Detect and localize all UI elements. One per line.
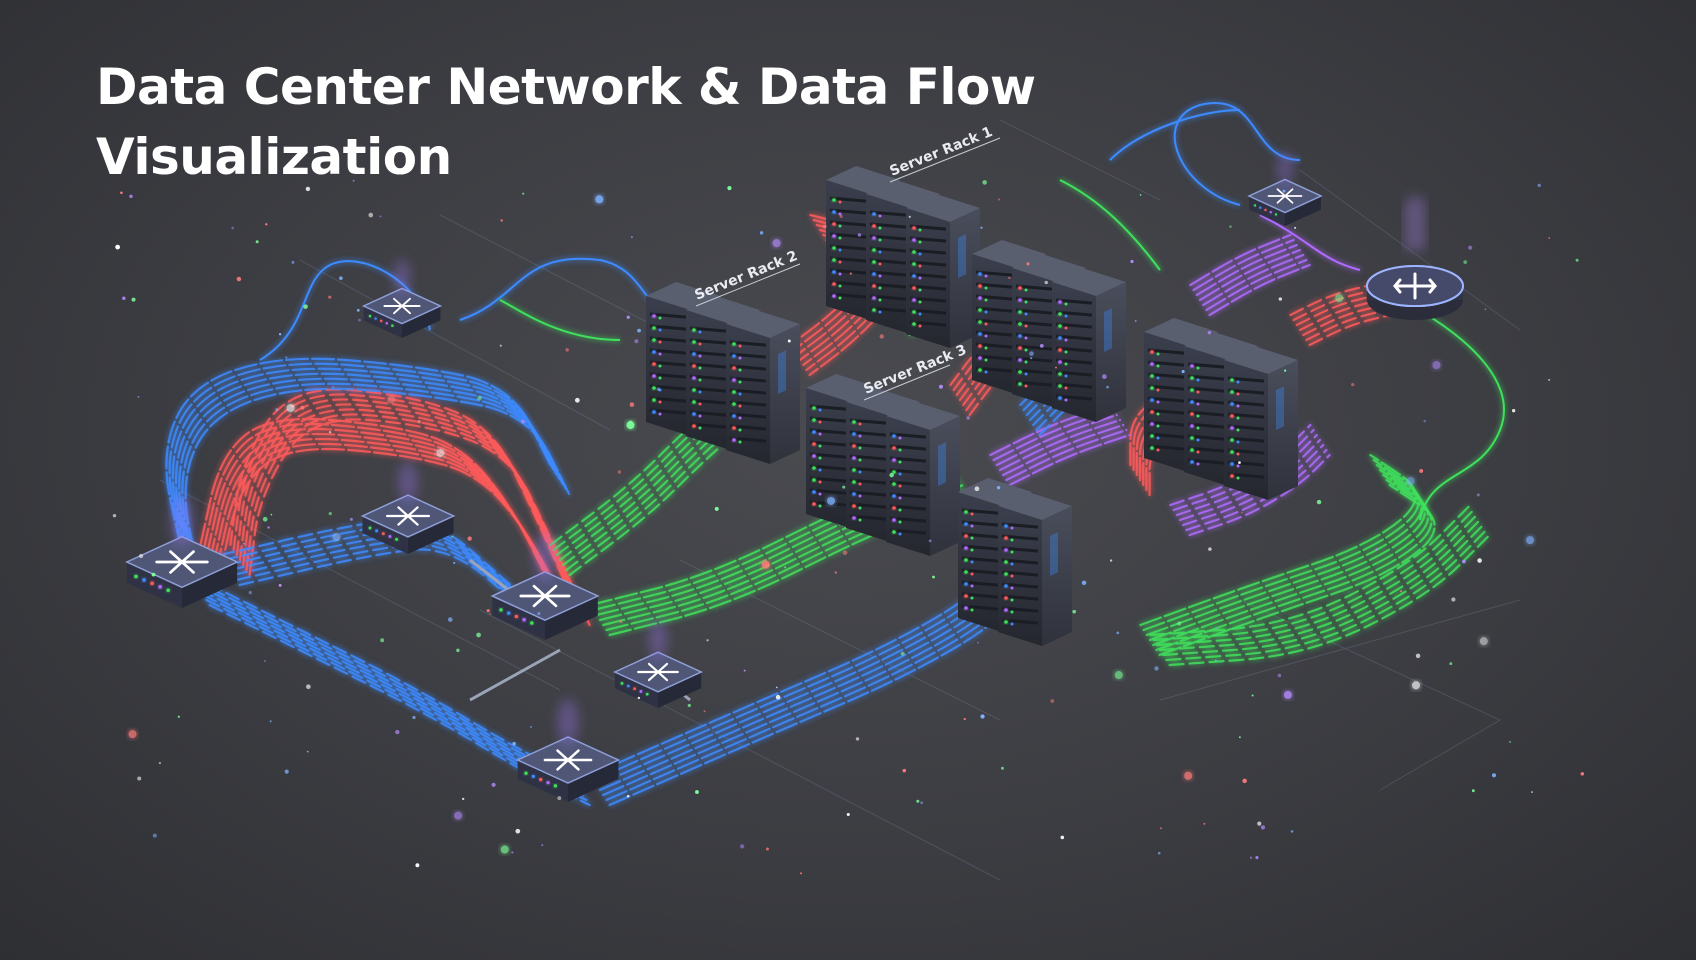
- cable-strand: [1005, 428, 1128, 482]
- particles: [112, 179, 1585, 875]
- network-switch-icon: [490, 532, 600, 640]
- cable-strand: [1145, 463, 1423, 637]
- server-rack-icon: [886, 402, 960, 556]
- cable-strand: [1152, 473, 1430, 647]
- server-rack-icon: [906, 194, 980, 348]
- cable-strand: [238, 403, 582, 612]
- network-switch-icon: [515, 699, 621, 802]
- cable-strand: [1165, 528, 1488, 662]
- server-rack-icon: [1052, 268, 1126, 422]
- network-switches: [124, 152, 1323, 802]
- cable-strand: [1148, 468, 1426, 642]
- cable-strand: [1202, 253, 1305, 307]
- cable-strand: [1002, 423, 1125, 477]
- cable-strand: [995, 413, 1118, 467]
- server-racks: [646, 166, 1298, 646]
- network-switch-icon: [361, 259, 443, 338]
- cable-strand: [1188, 453, 1331, 537]
- cable-strand: [205, 598, 588, 802]
- cable-strand: [1152, 508, 1475, 642]
- cable-strand: [192, 578, 575, 782]
- cable-strand: [1289, 283, 1372, 317]
- title-line-2: Visualization: [96, 128, 452, 186]
- server-rack-icon: [726, 310, 800, 464]
- cable-strand: [552, 378, 755, 552]
- cable-strand: [1198, 248, 1302, 302]
- network-switch-icon: [124, 495, 240, 608]
- cable-strand: [558, 388, 762, 562]
- page-title: Data Center Network & Data Flow Visualiz…: [96, 52, 1036, 192]
- network-switch-icon: [612, 619, 704, 708]
- cable-strand: [1195, 243, 1298, 297]
- cable-strand: [1149, 503, 1472, 637]
- cable-strand: [248, 418, 591, 627]
- cable-strand: [555, 383, 758, 557]
- cable-strand: [549, 373, 752, 547]
- cable-strand: [1008, 433, 1131, 487]
- server-rack-icon: [998, 492, 1072, 646]
- network-switch-icon: [360, 460, 456, 554]
- cable-strand: [202, 593, 585, 797]
- cable-strand: [198, 588, 582, 792]
- core-router: [1366, 195, 1464, 320]
- router-icon: [1393, 272, 1437, 300]
- rack-label-2: Server Rack 2: [693, 248, 800, 304]
- cable-strand: [565, 398, 768, 572]
- cable-strand: [208, 603, 591, 807]
- cable-strand: [195, 583, 578, 787]
- cable-strand: [1192, 238, 1295, 292]
- network-switch-icon: [1247, 152, 1323, 226]
- cable-strand: [232, 393, 575, 602]
- cable-strand: [1139, 453, 1417, 627]
- cable-strand: [235, 398, 578, 607]
- server-rack-icon: [1224, 346, 1298, 500]
- rack-label-1: Server Rack 1: [888, 124, 995, 180]
- cable-strand: [245, 413, 588, 622]
- cable-strand: [1308, 313, 1391, 347]
- cable-strand: [238, 548, 531, 617]
- cable-strand: [1168, 533, 1491, 667]
- cable-strand: [1189, 233, 1292, 287]
- cable-strand: [242, 408, 585, 617]
- cable-strand: [998, 418, 1122, 472]
- cable-strand: [568, 403, 771, 577]
- cable-strand: [229, 388, 572, 597]
- cable-strand: [1162, 523, 1485, 657]
- title-line-1: Data Center Network & Data Flow: [96, 58, 1036, 116]
- cable-strand: [1208, 263, 1311, 317]
- cable-strand: [189, 573, 572, 777]
- cable-strand: [562, 393, 765, 567]
- cable-strand: [1155, 513, 1478, 647]
- cable-strand: [1142, 458, 1420, 632]
- cable-strand: [1158, 518, 1482, 652]
- cable-strand: [1205, 258, 1308, 312]
